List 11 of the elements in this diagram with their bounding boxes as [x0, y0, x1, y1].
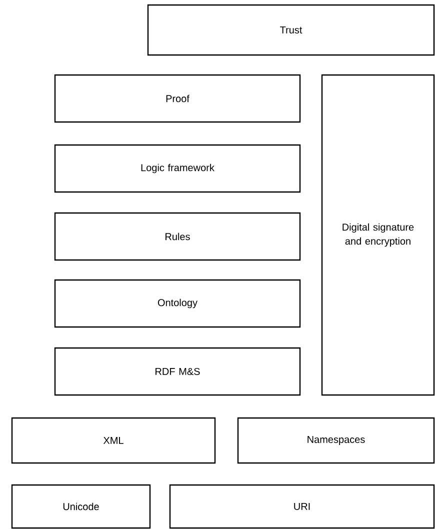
layer-box: Rules	[54, 212, 301, 261]
layer-box: Unicode	[11, 484, 151, 529]
layer-box: Proof	[54, 74, 301, 123]
layer-box: Ontology	[54, 279, 301, 328]
layer-box: RDF M&S	[54, 347, 301, 396]
layer-box: URI	[169, 484, 435, 529]
layer-box: Logic framework	[54, 144, 301, 193]
layer-box: Digital signature and encryption	[321, 74, 435, 396]
layer-box: XML	[11, 417, 216, 464]
layer-box: Trust	[147, 4, 435, 56]
layer-box: Namespaces	[237, 417, 435, 464]
